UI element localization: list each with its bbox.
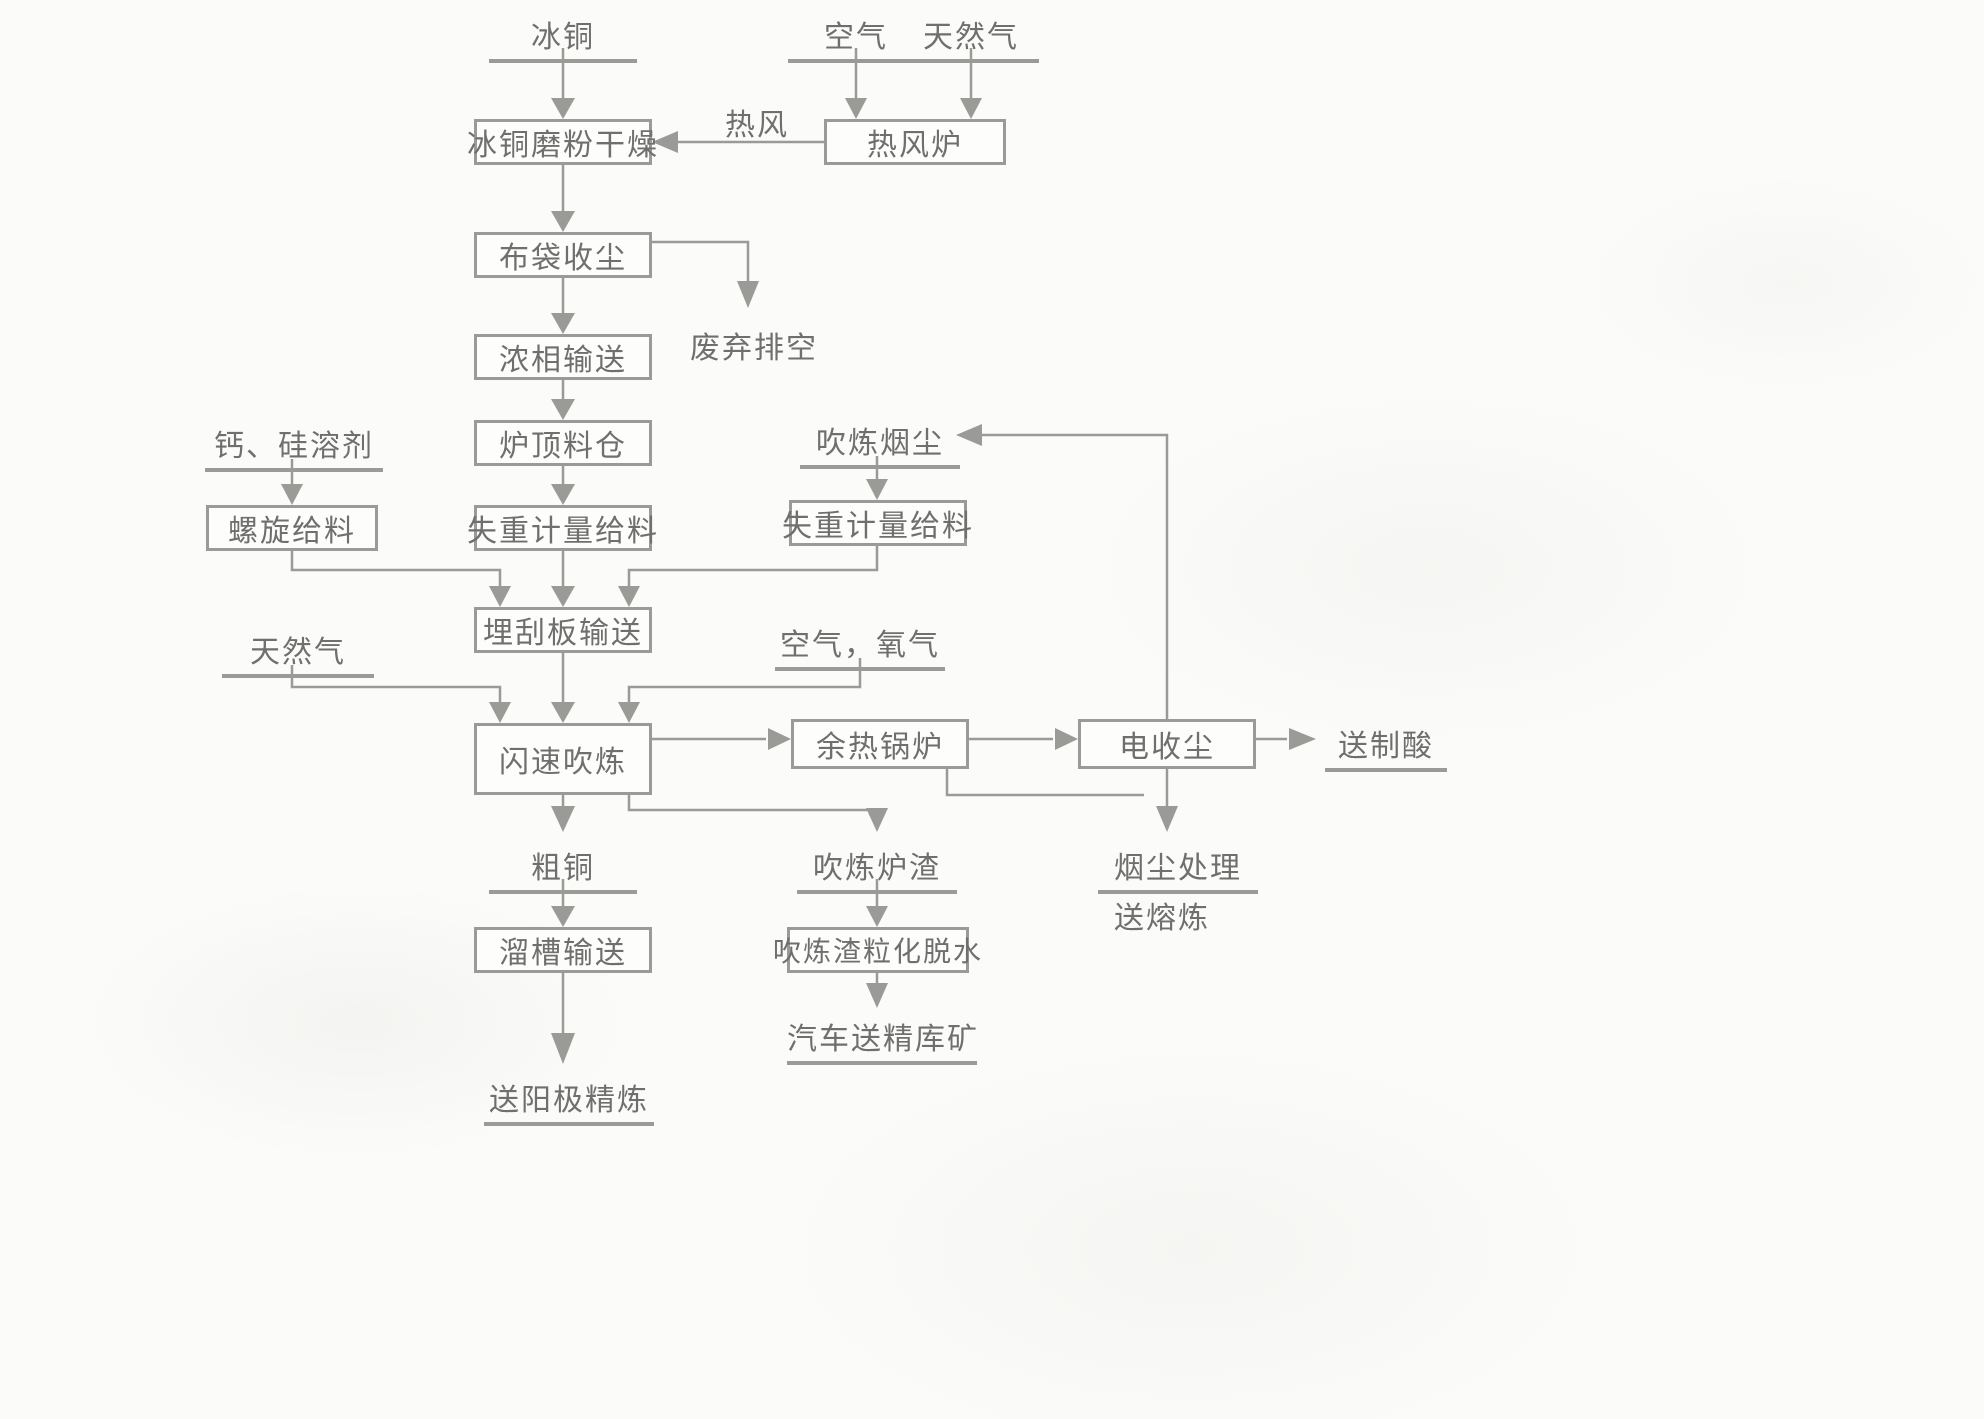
stream-label-text: 冰铜 [531, 21, 595, 54]
arrowhead-bag-to-vent [737, 281, 759, 308]
arrowhead-scraper-to-flash [551, 702, 575, 723]
node-matte-drying[interactable]: 冰铜磨粉干燥 [467, 119, 657, 165]
stream-label-text: 送熔炼 [1114, 902, 1210, 935]
node-label: 电收尘 [1119, 731, 1215, 764]
node-label: 闪速吹炼 [499, 746, 627, 779]
stream-label-waste-vent: 废弃排空 [690, 323, 818, 367]
arrowhead-flash-to-blister [551, 806, 575, 832]
stream-label-converter-slag: 吹炼炉渣 [797, 843, 957, 894]
stream-label-to-acid-plant: 送制酸 [1325, 721, 1447, 772]
arrowhead-bag-to-dense [551, 313, 575, 334]
arrowhead-flash-to-boiler [768, 728, 791, 750]
stream-label-to-anode-refining: 送阳极精炼 [484, 1075, 654, 1126]
stream-label-text: 废弃排空 [690, 332, 818, 365]
node-waste-heat-boiler[interactable]: 余热锅炉 [791, 719, 969, 769]
node-buried-scraper-conveyor[interactable]: 埋刮板输送 [474, 607, 652, 653]
node-loss-in-weight-feeder-right[interactable]: 失重计量给料 [782, 500, 972, 546]
wire-boiler-to-dusttreat [945, 769, 1144, 797]
node-furnace-top-bin[interactable]: 炉顶料仓 [474, 420, 652, 466]
wire-lossfeed2-to-scraper [627, 546, 879, 588]
node-label: 余热锅炉 [816, 731, 944, 764]
stream-label-ca-si-flux: 钙、硅溶剂 [205, 421, 383, 472]
arrowhead-bin-to-lossfeed [551, 484, 575, 505]
node-label: 布袋收尘 [499, 242, 627, 275]
arrowhead-lossfeed-to-scraper [551, 586, 575, 607]
node-label: 炉顶料仓 [499, 430, 627, 463]
stream-label-natural-gas-mid: 天然气 [222, 627, 374, 678]
node-label: 埋刮板输送 [483, 617, 643, 650]
arrowhead-gas-to-flash [489, 702, 511, 723]
node-label: 冰铜磨粉干燥 [467, 129, 659, 162]
arrowhead-dense-to-bin [551, 399, 575, 420]
node-electrostatic-precipitator[interactable]: 电收尘 [1078, 719, 1256, 769]
stream-label-text: 汽车送精库矿 [787, 1023, 979, 1056]
stream-label-text: 送阳极精炼 [489, 1084, 649, 1117]
node-label: 溜槽输送 [499, 937, 627, 970]
arrowhead-blister-to-chute [551, 906, 575, 927]
arrowhead-lossfeed2-to-scraper [618, 586, 640, 607]
stream-label-text: 粗铜 [531, 852, 595, 885]
stream-label-air-oxygen: 空气，氧气 [775, 620, 945, 671]
stream-label-text: 天然气 [923, 21, 1019, 54]
stream-label-text: 送制酸 [1338, 730, 1434, 763]
node-chute-conveying[interactable]: 溜槽输送 [474, 927, 652, 973]
arrowhead-gran-to-truck [866, 983, 888, 1008]
arrowhead-dry-to-bag [551, 211, 575, 232]
wire-bag-to-vent [652, 240, 750, 283]
node-label: 失重计量给料 [782, 510, 974, 543]
arrowhead-airox-to-flash [618, 702, 640, 723]
arrowhead-air-to-stove [845, 98, 867, 119]
stream-label-text: 空气，氧气 [780, 629, 940, 662]
node-label: 失重计量给料 [467, 515, 659, 548]
node-bag-filter[interactable]: 布袋收尘 [474, 232, 652, 278]
node-slag-granulation-dewatering[interactable]: 吹炼渣粒化脱水 [773, 927, 981, 973]
stream-label-text: 烟尘处理 [1114, 852, 1242, 885]
stream-label-blister-copper: 粗铜 [489, 843, 637, 894]
arrowhead-flash-to-slag [866, 808, 888, 832]
stream-label-truck-to-concentrate-store: 汽车送精库矿 [787, 1014, 977, 1065]
stream-label-text: 热风 [725, 109, 789, 142]
stream-label-converting-dust: 吹炼烟尘 [800, 418, 960, 469]
arrowhead-slag-to-gran [866, 906, 888, 927]
node-dense-phase-conveying[interactable]: 浓相输送 [474, 334, 652, 380]
stream-label-text: 钙、硅溶剂 [214, 430, 374, 463]
node-screw-feeder[interactable]: 螺旋给料 [206, 505, 378, 551]
node-hot-air-stove[interactable]: 热风炉 [824, 119, 1006, 165]
arrowhead-matte-to-dry [551, 98, 575, 119]
stream-label-text: 吹炼炉渣 [813, 852, 941, 885]
arrowhead-boiler-to-esp [1055, 728, 1078, 750]
arrowhead-screw-to-scraper [489, 586, 511, 607]
node-label: 热风炉 [867, 129, 963, 162]
arrowhead-flux-to-screw [281, 484, 303, 505]
stream-label-dust-treatment: 烟尘处理 [1098, 843, 1258, 894]
stream-label-text: 空气 [824, 21, 888, 54]
node-label: 浓相输送 [499, 344, 627, 377]
arrowhead-dust-to-lossfeed2 [866, 479, 888, 500]
wire-esp-to-dust [980, 433, 1169, 719]
node-label: 螺旋给料 [228, 515, 356, 548]
stream-label-text: 天然气 [250, 636, 346, 669]
arrowhead-esp-to-dusttreat [1156, 806, 1178, 832]
arrowhead-esp-to-acid [1289, 728, 1316, 750]
stream-label-matte: 冰铜 [489, 12, 637, 63]
wire-screw-to-scraper [290, 551, 502, 588]
wire-flash-to-slag [627, 795, 877, 812]
stream-label-text: 吹炼烟尘 [816, 427, 944, 460]
stream-label-natural-gas-top: 天然气 [903, 12, 1039, 63]
node-flash-converting[interactable]: 闪速吹炼 [474, 723, 652, 795]
arrowhead-gas-to-stove [960, 98, 982, 119]
stream-label-hot-air: 热风 [725, 100, 789, 144]
arrowhead-chute-to-anode [551, 1033, 575, 1064]
stream-label-to-smelting: 送熔炼 [1114, 893, 1210, 937]
node-label: 吹炼渣粒化脱水 [773, 936, 984, 967]
node-loss-in-weight-feeder-center[interactable]: 失重计量给料 [467, 505, 657, 551]
